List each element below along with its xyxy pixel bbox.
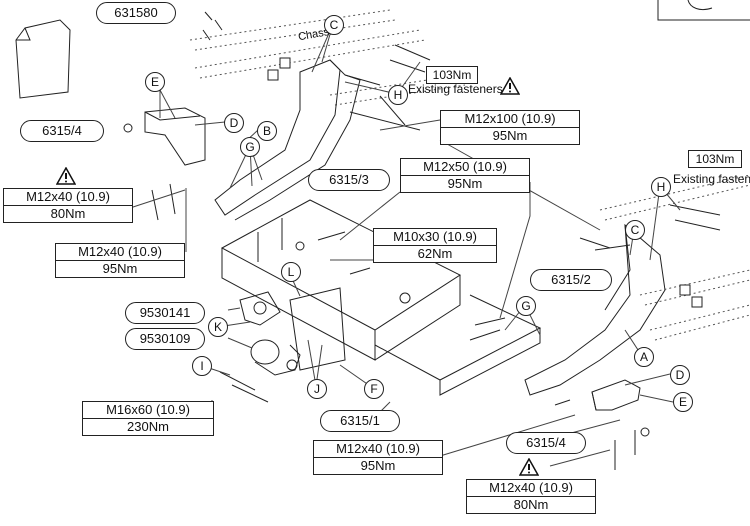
part-number-towball: 9530109 [125, 328, 205, 350]
callout-F: F [364, 379, 384, 399]
callout-E-right: E [673, 392, 693, 412]
existing-torque-right: 103Nm [688, 150, 742, 168]
torque-value: 230Nm [83, 418, 213, 435]
warning-triangle-icon [500, 77, 520, 95]
torque-value: 80Nm [467, 496, 595, 513]
torque-box-7: M12x40 (10.9) 95Nm [313, 440, 443, 475]
existing-fasteners-left: Existing fasteners [408, 82, 503, 96]
torque-size: M12x40 (10.9) [26, 189, 110, 204]
torque-box-2: M12x40 (10.9) 95Nm [55, 243, 185, 278]
callout-J: J [307, 379, 327, 399]
part-number-towball-plate: 9530141 [125, 302, 205, 324]
torque-size: M12x40 (10.9) [78, 244, 162, 259]
callout-K: K [208, 317, 228, 337]
torque-box-3: M12x50 (10.9) 95Nm [400, 158, 530, 193]
torque-value: 62Nm [374, 245, 496, 262]
callout-H-left: H [388, 85, 408, 105]
torque-value: 80Nm [4, 205, 132, 222]
callout-C-left: C [324, 15, 344, 35]
callout-E-left: E [145, 72, 165, 92]
callout-G-left: G [240, 137, 260, 157]
torque-box-5: M10x30 (10.9) 62Nm [373, 228, 497, 263]
callout-D-right: D [670, 365, 690, 385]
torque-value: 95Nm [401, 175, 529, 192]
callout-H-right: H [651, 177, 671, 197]
torque-value: 95Nm [56, 260, 184, 277]
torque-size: M12x40 (10.9) [336, 441, 420, 456]
torque-size: M10x30 (10.9) [393, 229, 477, 244]
callout-I: I [192, 356, 212, 376]
torque-box-4: M12x100 (10.9) 95Nm [440, 110, 580, 145]
callout-G-right: G [516, 296, 536, 316]
part-number-arm-right: 6315/2 [530, 269, 612, 291]
part-number-bracket-right: 6315/4 [506, 432, 586, 454]
torque-box-8: M12x40 (10.9) 80Nm [466, 479, 596, 514]
part-number-kit: 631580 [96, 2, 176, 24]
part-number-bracket-left: 6315/4 [20, 120, 104, 142]
torque-size: M12x100 (10.9) [464, 111, 556, 126]
callout-B: B [257, 121, 277, 141]
callout-D-left: D [224, 113, 244, 133]
torque-box-1: M12x40 (10.9) 80Nm [3, 188, 133, 223]
warning-triangle-icon [56, 167, 76, 185]
part-number-crossbar: 6315/1 [320, 410, 400, 432]
part-number-arm-left: 6315/3 [308, 169, 390, 191]
torque-value: 95Nm [314, 457, 442, 474]
existing-fasteners-right: Existing fastene [673, 172, 750, 186]
torque-size: M16x60 (10.9) [106, 402, 190, 417]
callout-C-right: C [625, 220, 645, 240]
torque-size: M12x40 (10.9) [489, 480, 573, 495]
existing-torque-left: 103Nm [426, 66, 478, 84]
torque-size: M12x50 (10.9) [423, 159, 507, 174]
warning-triangle-icon [519, 458, 539, 476]
torque-box-6: M16x60 (10.9) 230Nm [82, 401, 214, 436]
callout-A: A [634, 347, 654, 367]
torque-value: 95Nm [441, 127, 579, 144]
callout-L: L [281, 262, 301, 282]
